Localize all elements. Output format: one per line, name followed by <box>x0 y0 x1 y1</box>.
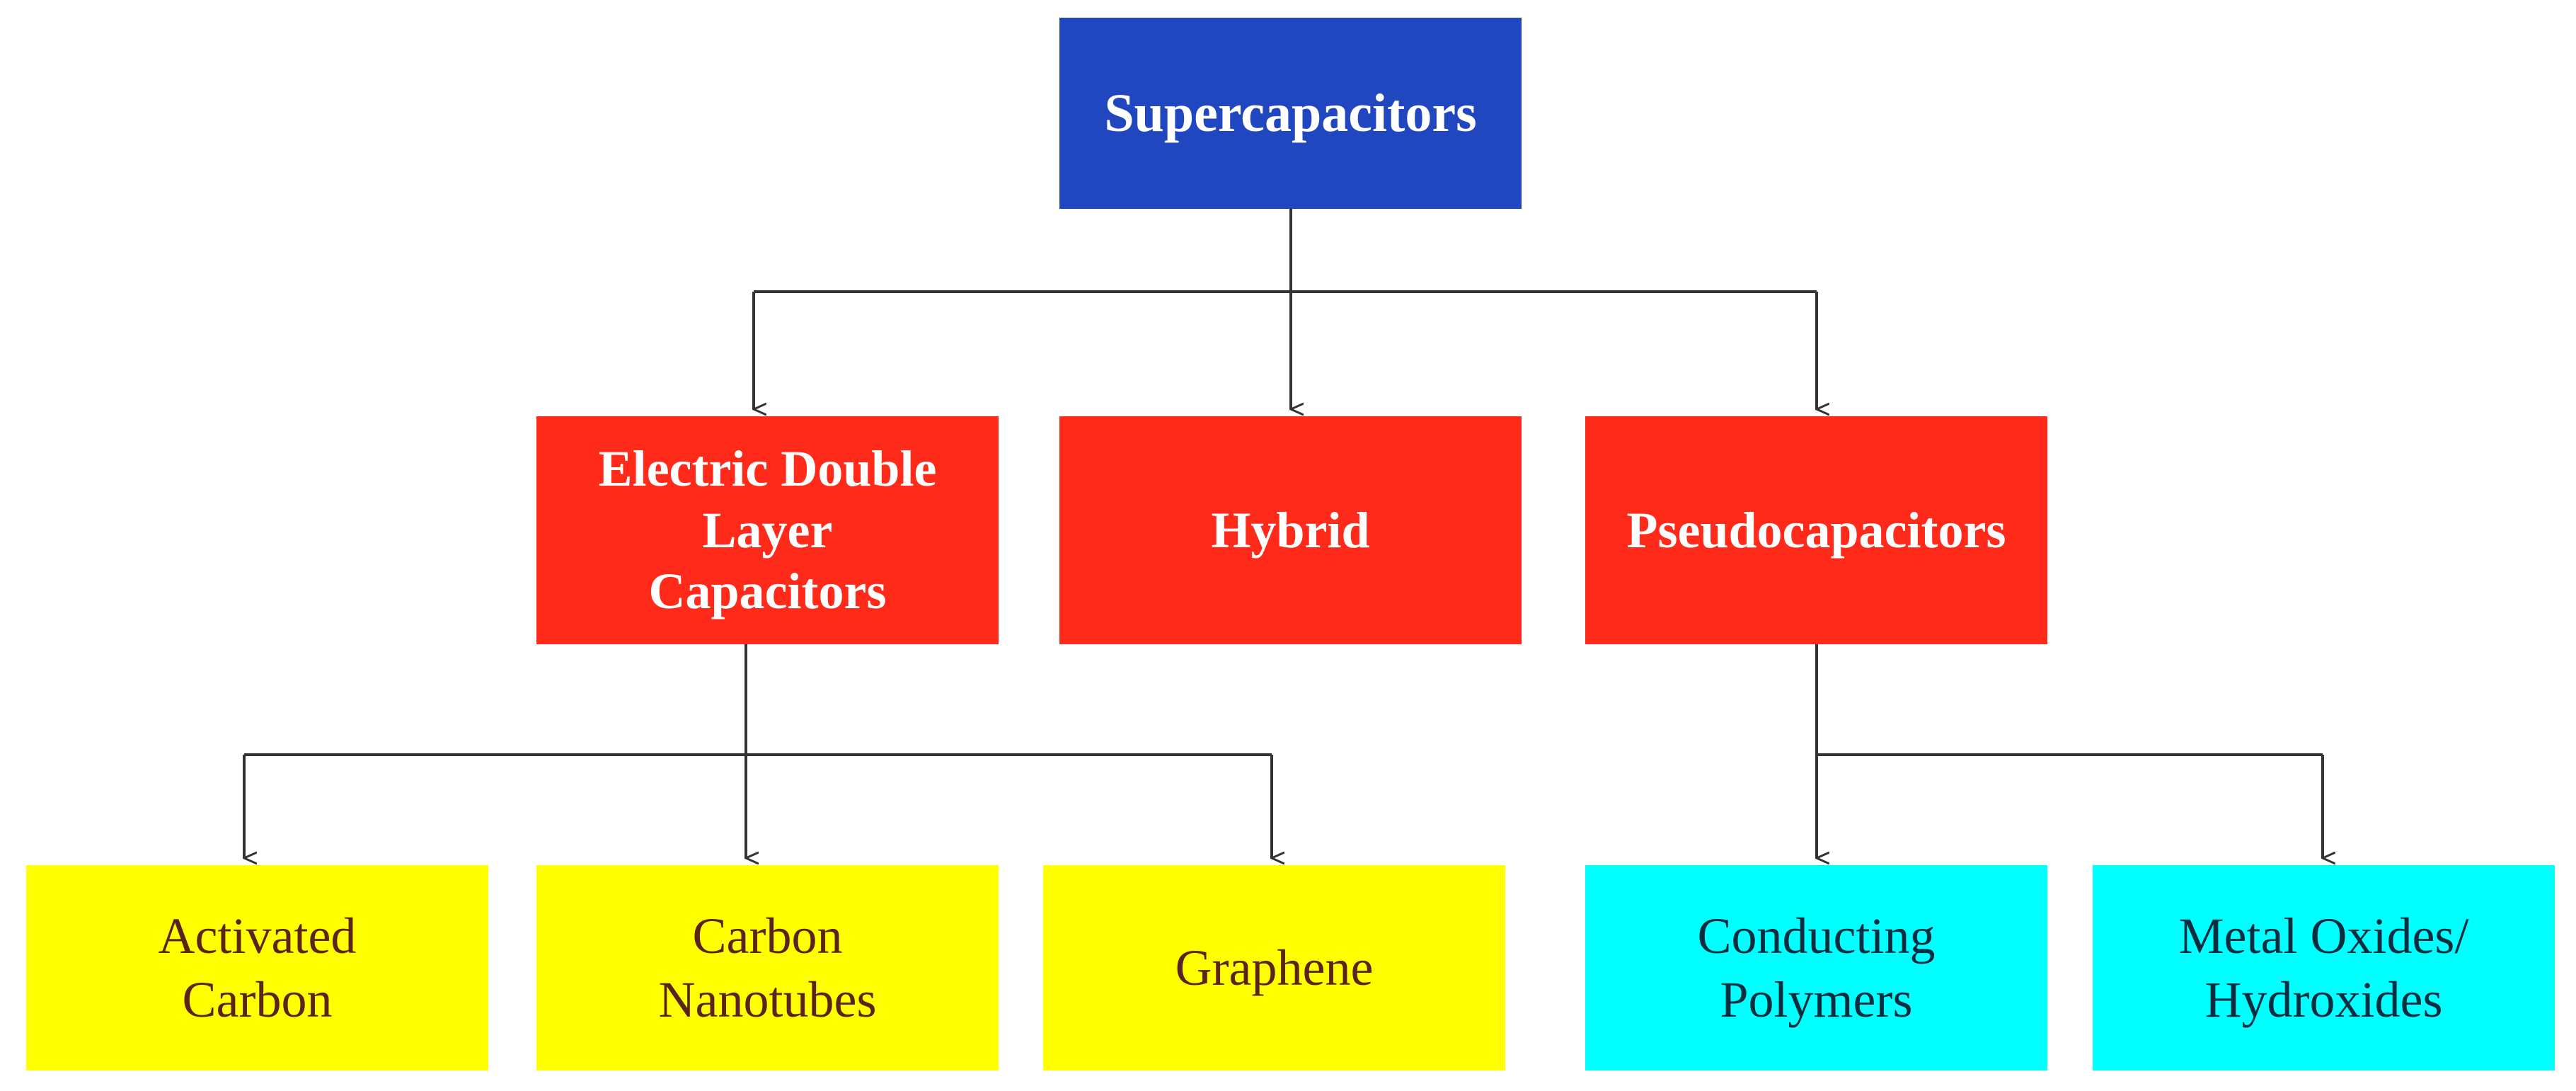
node-conducting-polymers: Conducting Polymers <box>1585 865 2047 1070</box>
node-metal-oxides-hydroxides: Metal Oxides/ Hydroxides <box>2093 865 2555 1070</box>
node-label: Pseudocapacitors <box>1626 501 2006 559</box>
node-activated-carbon: Activated Carbon <box>26 865 488 1070</box>
node-carbon-nanotubes: Carbon Nanotubes <box>536 865 999 1070</box>
node-supercapacitors: Supercapacitors <box>1059 18 1522 209</box>
node-label: Electric Double Layer Capacitors <box>598 440 937 620</box>
node-label: Carbon Nanotubes <box>658 908 877 1028</box>
node-graphene: Graphene <box>1043 865 1505 1070</box>
node-label: Graphene <box>1175 939 1374 996</box>
node-label: Metal Oxides/ Hydroxides <box>2178 908 2469 1028</box>
node-hybrid: Hybrid <box>1059 416 1522 644</box>
node-pseudocapacitors: Pseudocapacitors <box>1585 416 2047 644</box>
node-electric-double-layer-capacitors: Electric Double Layer Capacitors <box>536 416 999 644</box>
node-label: Supercapacitors <box>1104 83 1477 143</box>
node-label: Hybrid <box>1211 501 1370 559</box>
node-label: Conducting Polymers <box>1697 908 1936 1028</box>
node-label: Activated Carbon <box>158 908 357 1028</box>
